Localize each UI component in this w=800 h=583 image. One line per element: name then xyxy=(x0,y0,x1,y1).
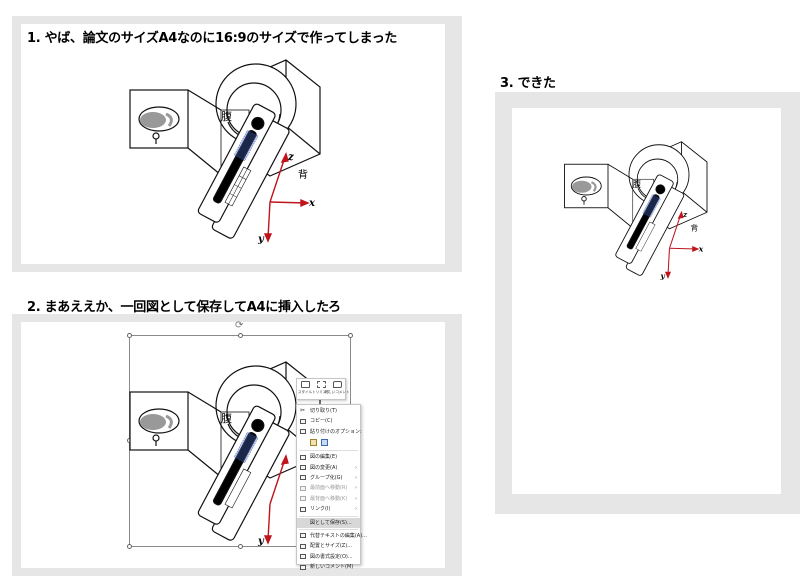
menu-item-new-comment[interactable]: 新しいコメント(M) xyxy=(297,562,360,572)
axis-group xyxy=(263,152,310,243)
label-axis-z: z xyxy=(287,152,294,163)
menu-item-format-picture[interactable]: 図の書式設定(O)... xyxy=(297,552,360,562)
group-icon xyxy=(300,475,306,481)
inset-marker xyxy=(152,132,160,140)
link-icon xyxy=(300,506,306,512)
comment-icon xyxy=(332,381,342,388)
format-picture-icon xyxy=(300,554,306,560)
panel3-figure: 腹 背 z x y xyxy=(564,141,708,280)
axis-z-arrow xyxy=(280,152,289,163)
mini-toolbar: スタイル トリミング 新しいコメント xyxy=(296,378,350,400)
paste-option-icons xyxy=(297,437,360,449)
person-head xyxy=(251,116,265,131)
label-axis-y-3: y xyxy=(660,271,666,280)
menu-item-copy[interactable]: コピー(C) xyxy=(297,416,360,426)
label-axis-x: x xyxy=(308,198,316,209)
chevron-right-icon: › xyxy=(355,495,357,502)
label-axis-z-3: z xyxy=(682,210,688,219)
crop-icon xyxy=(316,381,326,388)
label-axis-y: y xyxy=(257,234,265,245)
panel1-caption: 1. やば、論文のサイズA4なのに16:9のサイズで作ってしまった xyxy=(27,31,398,46)
menu-item-size-position[interactable]: 配置とサイズ(Z)... xyxy=(297,541,360,551)
rotate-handle-icon[interactable]: ⟳ xyxy=(235,320,244,331)
label-belly-3: 腹 xyxy=(633,179,641,189)
selection-handle-bl[interactable] xyxy=(127,544,132,549)
panel1-figure: 腹 背 z x y xyxy=(129,59,321,245)
menu-item-change-picture[interactable]: 図の変更(A)› xyxy=(297,463,360,473)
menu-item-save-as-picture[interactable]: 図として保存(S)... xyxy=(297,517,360,528)
label-axis-y-2: y xyxy=(257,536,265,547)
zoom-line-top xyxy=(187,89,222,111)
inset-crescent xyxy=(165,112,173,127)
menu-item-edit-alt-text[interactable]: 代替テキストの編集(A)... xyxy=(297,531,367,541)
menu-item-send-back[interactable]: 最背面へ移動(K)› xyxy=(297,494,360,504)
chevron-right-icon: › xyxy=(355,464,357,471)
comment-icon xyxy=(300,564,306,570)
menu-separator xyxy=(299,515,358,517)
axis-x-arrow xyxy=(300,198,310,208)
scissors-icon: ✂ xyxy=(300,407,306,414)
edit-image-icon xyxy=(300,454,306,460)
selection-handle-tr[interactable] xyxy=(348,333,353,338)
menu-item-edit-picture[interactable]: 図の編集(E) xyxy=(297,452,360,462)
axis-y-arrow xyxy=(263,233,273,243)
inset-body-fill xyxy=(140,112,166,128)
selection-handle-tl[interactable] xyxy=(127,333,132,338)
label-back-3: 背 xyxy=(691,222,699,232)
chevron-right-icon: › xyxy=(355,474,357,481)
menu-item-link[interactable]: リンク(I)› xyxy=(297,504,360,514)
selection-handle-tc[interactable] xyxy=(238,333,243,338)
size-position-icon xyxy=(300,543,306,549)
send-back-icon xyxy=(300,496,306,502)
menu-item-group[interactable]: グループ化(G)› xyxy=(297,473,360,483)
crop-button[interactable]: トリミング xyxy=(312,379,330,399)
selection-handle-bc[interactable] xyxy=(238,544,243,549)
axis-y-line xyxy=(267,201,271,239)
change-image-icon xyxy=(300,465,306,471)
axis-x-line xyxy=(269,201,307,204)
menu-separator xyxy=(299,450,358,452)
scan-region xyxy=(233,129,259,162)
panel2-caption: 2. まあええか、一回図として保存してA4に挿入したろ xyxy=(27,300,341,315)
chevron-right-icon: › xyxy=(355,485,357,492)
menu-item-cut[interactable]: ✂切り取り(T) xyxy=(300,407,337,414)
mri-scanner-diagram xyxy=(129,59,321,239)
chevron-right-icon: › xyxy=(355,506,357,513)
copy-icon xyxy=(300,418,306,424)
label-belly: 腹 xyxy=(221,109,232,123)
bring-front-icon xyxy=(300,485,306,491)
label-back: 背 xyxy=(298,168,308,181)
paste-icon xyxy=(300,429,306,435)
label-axis-x-3: x xyxy=(698,244,704,253)
context-menu: ✂切り取り(T) コピー(C) 貼り付けのオプション: 図の編集(E) 図の変更… xyxy=(296,404,367,570)
alt-text-icon xyxy=(300,533,306,539)
new-comment-button[interactable]: 新しいコメント xyxy=(324,379,350,399)
zoom-line-bottom xyxy=(187,147,222,176)
style-button[interactable]: スタイル xyxy=(297,379,313,399)
menu-item-paste-options[interactable]: 貼り付けのオプション: xyxy=(297,427,362,437)
paste-picture-icon[interactable] xyxy=(320,439,328,447)
person-body xyxy=(212,129,257,204)
panel3-caption: 3. できた xyxy=(500,76,556,91)
menu-item-bring-front[interactable]: 最前面へ移動(R)› xyxy=(297,483,360,493)
style-icon xyxy=(300,381,310,388)
menu-separator xyxy=(299,528,358,530)
paste-keep-icon[interactable] xyxy=(310,439,317,447)
label-belly-2: 腹 xyxy=(221,411,232,425)
